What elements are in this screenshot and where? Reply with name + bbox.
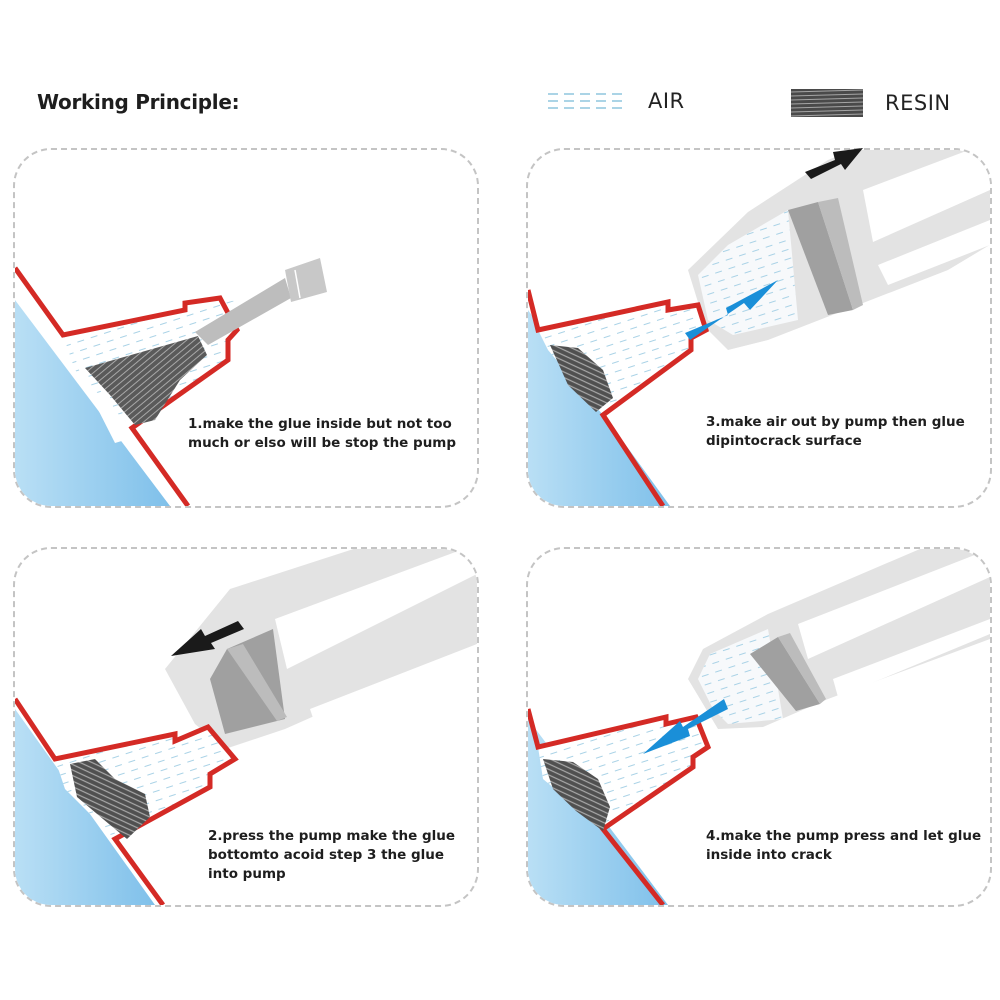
step-4-illustration [528,549,990,905]
step-4-caption: 4.make the pump press and let glue insid… [706,828,982,863]
step-1-panel: 1.make the glue inside but not too much … [13,148,479,508]
arrow-down-left-icon [171,621,244,656]
frame-outline [528,289,710,506]
plunger-icon [210,629,285,734]
resin-blob [70,759,150,839]
step-4-panel: 4.make the pump press and let glue insid… [526,547,992,907]
legend-air-label: AIR [648,89,685,113]
frame-outline [15,697,239,905]
step-3-caption: 3.make air out by pump then glue dipinto… [706,414,965,449]
arrow-up-right-black-icon [805,148,863,179]
step-2-illustration [15,549,477,905]
legend-air: AIR [548,88,685,114]
resin-blob [550,345,613,412]
step-3-panel: 3.make air out by pump then glue dipinto… [526,148,992,508]
resin-blob [85,336,207,425]
step-1-illustration [15,258,327,506]
plunger-icon [750,637,820,711]
air-swatch-icon [548,93,622,109]
frame-outline [528,708,712,905]
step-2-panel: 2.press the pump make the glue bottomto … [13,547,479,907]
step-2-caption: 2.press the pump make the glue bottomto … [208,828,456,882]
legend-resin-label: RESIN [885,91,951,115]
arrow-up-right-icon [685,280,778,340]
glass-icon [15,300,170,506]
resin-blob [543,759,610,831]
resin-swatch-icon [791,89,863,117]
page-title: Working Principle: [37,90,240,114]
plunger-icon [788,202,853,315]
step-1-caption: 1.make the glue inside but not too much … [188,416,457,451]
nozzle-icon [195,278,291,345]
arrow-down-left-icon [643,699,728,754]
step-3-illustration [528,150,990,506]
legend-resin: RESIN [791,88,951,118]
